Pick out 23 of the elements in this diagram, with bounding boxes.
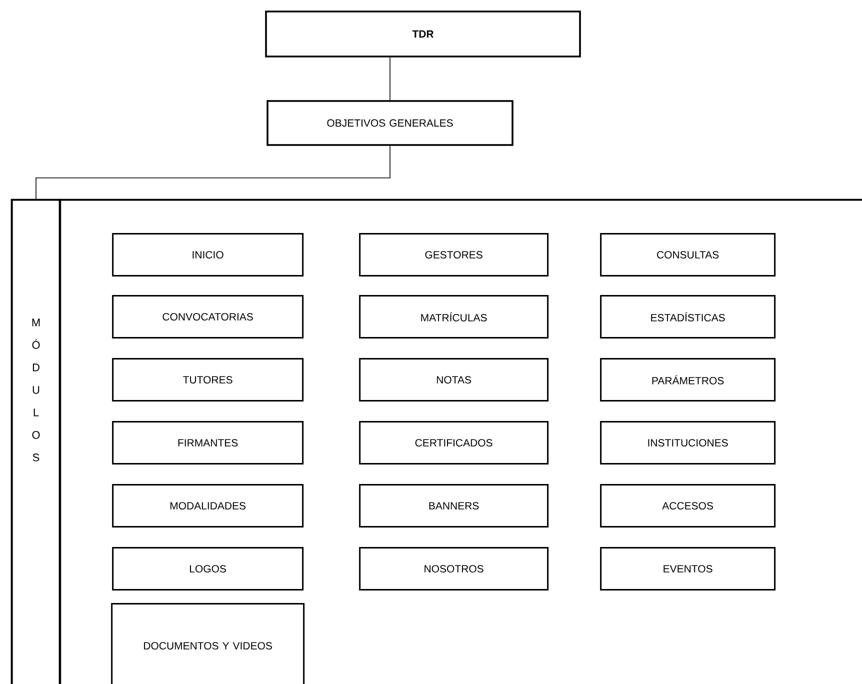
connector-line xyxy=(36,146,390,200)
module-box: TDR xyxy=(265,10,581,58)
module-box: OBJETIVOS GENERALES xyxy=(266,100,514,146)
module-box: ACCESOS xyxy=(600,484,776,528)
module-box: ESTADÍSTICAS xyxy=(600,295,776,339)
module-box: INICIO xyxy=(112,233,304,277)
module-box: DOCUMENTOS Y VIDEOS xyxy=(111,603,305,684)
module-box: EVENTOS xyxy=(600,547,776,591)
module-box: FIRMANTES xyxy=(112,421,304,465)
module-box: MATRÍCULAS xyxy=(359,295,549,339)
module-box: TUTORES xyxy=(112,358,304,402)
module-box: NOTAS xyxy=(359,358,549,402)
module-box: BANNERS xyxy=(359,484,549,528)
module-box: PARÁMETROS xyxy=(600,358,776,402)
column-band: M Ó D U L O S xyxy=(10,198,62,684)
module-box: GESTORES xyxy=(359,233,549,277)
module-box: CERTIFICADOS xyxy=(359,421,549,465)
module-box: CONSULTAS xyxy=(600,233,776,277)
module-box: NOSOTROS xyxy=(359,547,549,591)
module-box: CONVOCATORIAS xyxy=(112,295,304,339)
module-box: LOGOS xyxy=(112,547,304,591)
module-box: INSTITUCIONES xyxy=(600,421,776,465)
module-box: MODALIDADES xyxy=(112,484,304,528)
